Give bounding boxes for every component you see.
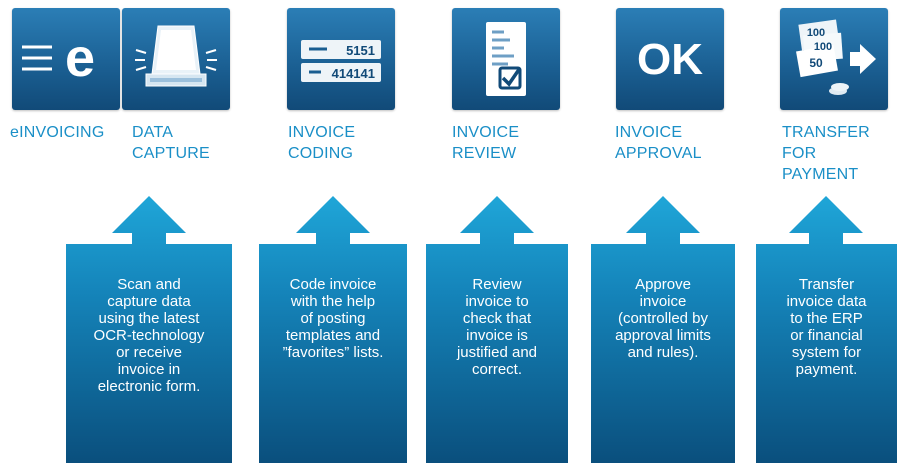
- up-arrow-panel: [591, 196, 735, 463]
- code-top-text: 5151: [346, 43, 375, 58]
- label-invoice-review: INVOICE REVIEW: [452, 124, 520, 162]
- label-invoice-approval: INVOICE APPROVAL: [615, 124, 702, 162]
- panel-invoice-review: Review invoice to check that invoice is …: [426, 196, 568, 463]
- panel-transfer-payment: Transfer invoice data to the ERP or fina…: [756, 196, 897, 463]
- description-invoice-approval: Approve invoice (controlled by approval …: [615, 276, 711, 361]
- up-arrow-panel: [756, 196, 897, 463]
- code-bottom-text: 414141: [332, 66, 375, 81]
- panel-data-capture: Scan and capture data using the latest O…: [66, 196, 232, 463]
- ok-text: OK: [637, 35, 703, 84]
- description-invoice-review: Review invoice to check that invoice is …: [456, 276, 538, 378]
- e-glyph: e: [65, 28, 95, 88]
- up-arrow-panel: [426, 196, 568, 463]
- ok-icon: OK: [637, 35, 703, 84]
- data-capture-tile: [122, 8, 230, 110]
- money-transfer-icon: 100 100 50: [796, 19, 876, 95]
- up-arrow-panel: [259, 196, 407, 463]
- document-check-icon: [486, 22, 526, 96]
- up-arrow-panel: [66, 196, 232, 463]
- e-letter-icon: e: [22, 28, 95, 88]
- invoice-approval-tile: OK: [616, 8, 724, 110]
- einvoicing-tile: e: [12, 8, 120, 110]
- description-invoice-coding: Code invoice with the help of posting te…: [282, 276, 384, 361]
- label-transfer-payment: TRANSFER FOR PAYMENT: [782, 124, 870, 183]
- bill-100-b: 100: [814, 41, 832, 53]
- label-data-capture: DATA CAPTURE: [132, 124, 210, 162]
- invoice-review-tile: [452, 8, 560, 110]
- panel-invoice-coding: Code invoice with the help of posting te…: [259, 196, 407, 463]
- description-data-capture: Scan and capture data using the latest O…: [93, 276, 205, 395]
- scanner-icon: [135, 25, 217, 87]
- description-transfer-payment: Transfer invoice data to the ERP or fina…: [786, 276, 867, 378]
- label-invoice-coding: INVOICE CODING: [288, 124, 356, 162]
- code-fields-icon: 5151 414141: [301, 40, 381, 82]
- bill-100-a: 100: [807, 27, 825, 39]
- label-einvoicing: eINVOICING: [10, 124, 105, 141]
- panel-invoice-approval: Approve invoice (controlled by approval …: [591, 196, 735, 463]
- bill-50: 50: [809, 56, 823, 70]
- transfer-payment-tile: 100 100 50: [780, 8, 888, 110]
- arrow-right-icon: [850, 44, 876, 74]
- invoice-coding-tile: 5151 414141: [287, 8, 395, 110]
